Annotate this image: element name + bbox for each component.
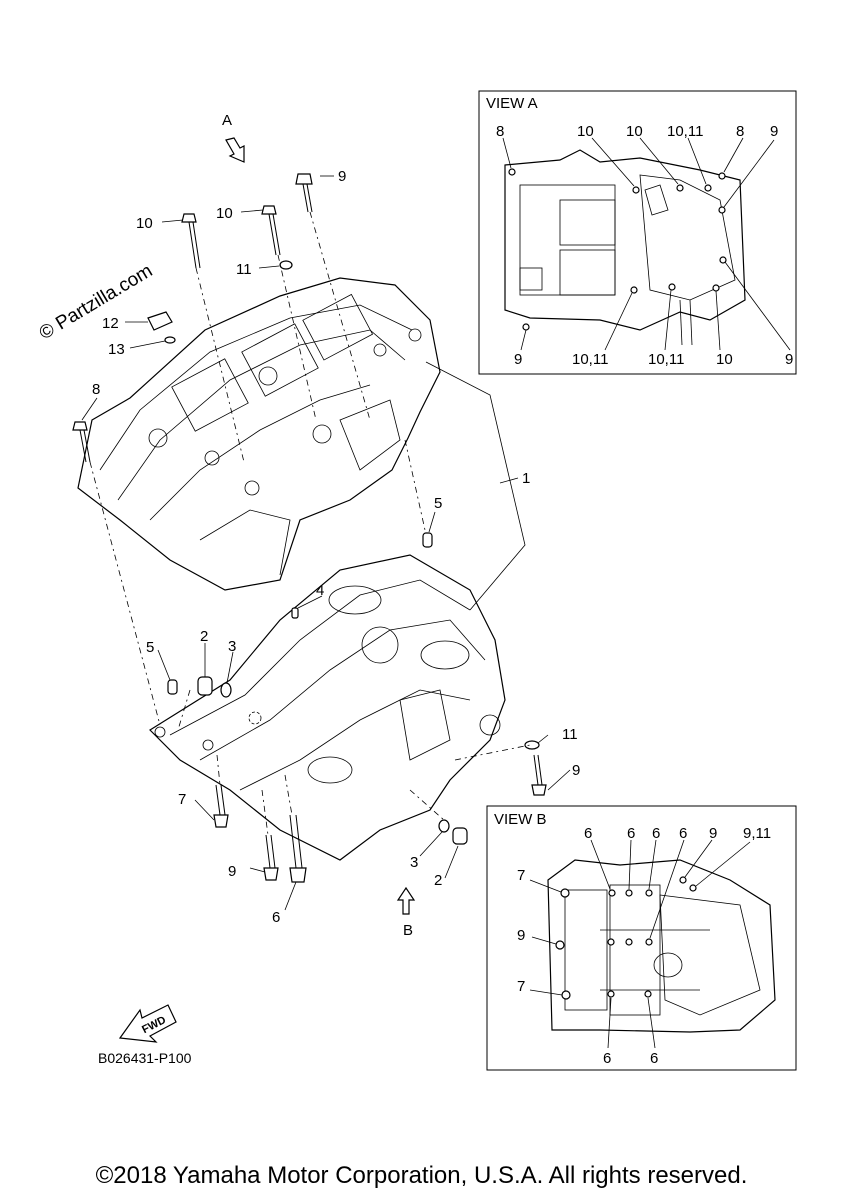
callout-3-left: 3: [228, 638, 236, 655]
view-b-bolt-points: [555, 876, 697, 1000]
svg-text:10: 10: [577, 123, 594, 140]
o-ring-3-right: [438, 819, 450, 833]
copyright-footer: ©2018 Yamaha Motor Corporation, U.S.A. A…: [95, 1162, 748, 1189]
lower-crankcase: [149, 554, 506, 861]
svg-text:9: 9: [517, 927, 525, 944]
svg-text:6: 6: [650, 1050, 658, 1067]
callout-10-left: 10: [136, 215, 153, 232]
svg-text:9: 9: [709, 825, 717, 842]
svg-text:6: 6: [679, 825, 687, 842]
main-callouts: 10 10 9 11 12 13 8 1 5 4 5 2 3 11 9 7 9 …: [92, 168, 580, 926]
pin-4: [291, 607, 299, 619]
svg-text:6: 6: [627, 825, 635, 842]
view-a-title: VIEW A: [486, 95, 538, 112]
callout-7: 7: [178, 791, 186, 808]
svg-text:10,11: 10,11: [667, 123, 703, 140]
bolt-10-left: [181, 213, 201, 269]
callout-1: 1: [522, 470, 530, 487]
svg-text:9: 9: [514, 351, 522, 368]
callout-6: 6: [272, 909, 280, 926]
callout-5-left: 5: [146, 639, 154, 656]
plug-2-left: [197, 676, 213, 696]
svg-text:A: A: [222, 112, 232, 129]
bolt-9-top: [295, 173, 313, 213]
upper-crankcase: [77, 277, 441, 591]
view-a-bolt-points: [508, 168, 727, 331]
plug-12: [147, 311, 173, 331]
callout-12: 12: [102, 315, 119, 332]
callout-4: 4: [316, 582, 324, 599]
drawing-code: B026431-P100: [98, 1050, 192, 1066]
dowel-5-right: [422, 532, 433, 548]
dowel-5-left: [167, 679, 178, 695]
callout-13: 13: [108, 341, 125, 358]
callout-11-right: 11: [562, 726, 578, 743]
bolt-7: [213, 784, 229, 828]
callout-5-right: 5: [434, 495, 442, 512]
svg-text:6: 6: [603, 1050, 611, 1067]
fwd-arrow: FWD: [118, 1004, 177, 1043]
plug-2-right: [452, 827, 468, 845]
view-arrow-b: B: [396, 886, 416, 939]
svg-text:8: 8: [736, 123, 744, 140]
bolt-6: [289, 814, 307, 883]
callout-2-right: 2: [434, 872, 442, 889]
svg-text:10: 10: [716, 351, 733, 368]
svg-text:10,11: 10,11: [648, 351, 684, 368]
svg-text:7: 7: [517, 978, 525, 995]
bolt-8: [72, 421, 91, 463]
svg-text:7: 7: [517, 867, 525, 884]
watermark: © Partzilla.com: [36, 260, 157, 344]
svg-text:9: 9: [770, 123, 778, 140]
svg-text:B: B: [403, 922, 413, 939]
view-a-inset: VIEW A: [478, 90, 797, 375]
svg-text:6: 6: [652, 825, 660, 842]
o-ring-13: [164, 336, 176, 344]
callout-9-right: 9: [572, 762, 580, 779]
callout-10-right: 10: [216, 205, 233, 222]
washer-11-top: [279, 260, 293, 270]
svg-text:8: 8: [496, 123, 504, 140]
view-b-inset: VIEW B: [486, 805, 797, 1071]
svg-text:9: 9: [785, 351, 793, 368]
callout-3-right: 3: [410, 854, 418, 871]
svg-text:10,11: 10,11: [572, 351, 608, 368]
callout-9-bottom: 9: [228, 863, 236, 880]
view-a-leaders: [502, 137, 791, 351]
svg-text:9,11: 9,11: [743, 825, 771, 842]
view-b-leaders: [529, 839, 751, 1049]
o-ring-3-left: [220, 682, 232, 698]
washer-11-right: [524, 740, 540, 750]
view-arrow-a: A: [222, 112, 245, 163]
svg-text:10: 10: [626, 123, 643, 140]
view-b-title: VIEW B: [494, 811, 547, 828]
leader-lines: [81, 175, 571, 911]
callout-2-left: 2: [200, 628, 208, 645]
svg-text:6: 6: [584, 825, 592, 842]
bolt-9-right: [531, 754, 547, 796]
callout-9-top: 9: [338, 168, 346, 185]
bolt-10-right: [261, 205, 281, 256]
callout-11-top: 11: [236, 261, 252, 278]
callout-8: 8: [92, 381, 100, 398]
bolt-9-bottom: [263, 834, 279, 881]
